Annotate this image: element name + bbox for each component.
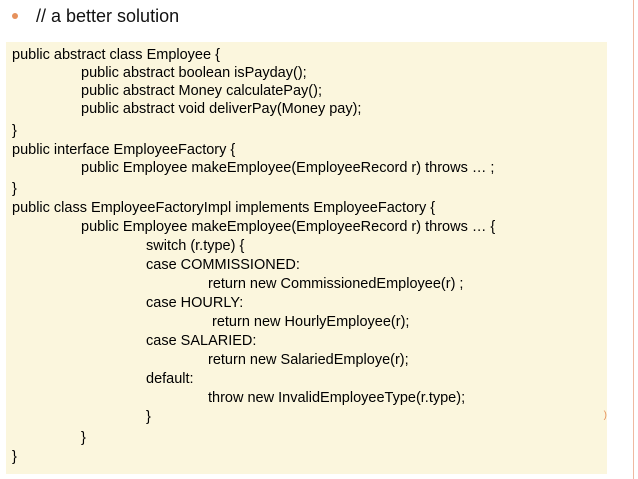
code-line: }: [12, 449, 17, 465]
code-line: public class EmployeeFactoryImpl impleme…: [12, 200, 436, 216]
code-line: public interface EmployeeFactory {: [12, 142, 236, 158]
code-line: }: [146, 409, 151, 425]
code-line: }: [12, 123, 17, 139]
code-line: return new HourlyEmployee(r);: [212, 314, 410, 330]
code-line: case HOURLY:: [146, 295, 244, 311]
code-line: switch (r.type) {: [146, 238, 245, 254]
code-line: }: [81, 430, 86, 446]
code-line: public abstract class Employee {: [12, 47, 220, 63]
code-line: default:: [146, 371, 194, 387]
code-block: public abstract class Employee { public …: [6, 42, 607, 474]
code-line: public abstract Money calculatePay();: [81, 83, 322, 99]
code-line: public abstract boolean isPayday();: [81, 65, 307, 81]
code-line: public abstract void deliverPay(Money pa…: [81, 101, 362, 117]
code-line: case COMMISSIONED:: [146, 257, 300, 273]
bullet-text: // a better solution: [36, 5, 180, 26]
code-line: }: [12, 181, 17, 197]
bullet-icon: [12, 13, 18, 19]
code-line: case SALARIED:: [146, 333, 257, 349]
code-line: return new SalariedEmploye(r);: [208, 352, 409, 368]
code-line: public Employee makeEmployee(EmployeeRec…: [81, 160, 495, 176]
bullet-row: // a better solution: [12, 5, 179, 27]
code-line: public Employee makeEmployee(EmployeeRec…: [81, 219, 496, 235]
code-line: throw new InvalidEmployeeType(r.type);: [208, 390, 466, 406]
slide-border: [633, 0, 634, 479]
stray-mark: ): [603, 410, 607, 421]
code-line: return new CommissionedEmployee(r) ;: [208, 276, 464, 292]
